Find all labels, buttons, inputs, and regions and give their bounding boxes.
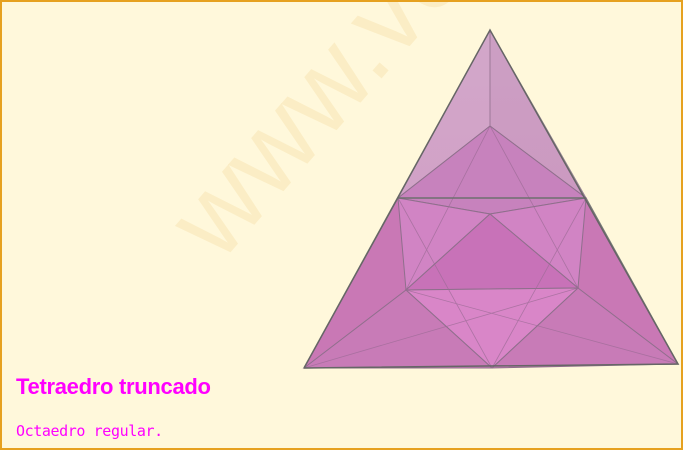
outer-edge	[303, 28, 680, 369]
figure-title: Tetraedro truncado	[16, 374, 211, 399]
figure-description: Octaedro regular.	[16, 422, 163, 440]
hidden-edges	[303, 30, 679, 369]
left-corner-face	[302, 289, 494, 369]
right-corner-face	[490, 287, 680, 369]
